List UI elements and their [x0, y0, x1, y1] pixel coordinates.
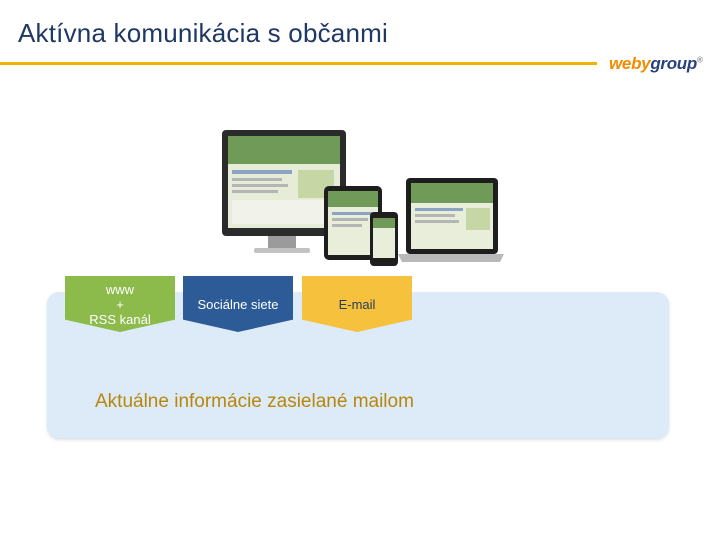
phone-icon — [370, 212, 398, 266]
desktop-monitor-icon — [222, 130, 346, 253]
tablet-icon — [324, 186, 382, 260]
logo-part-group: group — [650, 54, 697, 73]
channel-www-rss: www + RSS kanál — [65, 276, 175, 332]
webygroup-logo: webygroup® — [609, 54, 703, 74]
channel-social-label: Sociálne siete — [197, 296, 279, 312]
channel-email-label: E-mail — [338, 296, 376, 312]
logo-part-weby: weby — [609, 54, 651, 73]
channel-rss-label: RSS kanál — [89, 311, 151, 327]
title-underline — [0, 62, 597, 65]
laptop-icon — [398, 178, 504, 262]
channel-www-label: www — [105, 281, 135, 297]
panel-text: Aktuálne informácie zasielané mailom — [95, 391, 414, 412]
channel-social-networks: Sociálne siete — [183, 276, 293, 332]
registered-mark: ® — [696, 55, 703, 65]
devices-illustration — [222, 130, 504, 266]
page-title: Aktívna komunikácia s občanmi — [18, 18, 388, 48]
channel-email: E-mail — [302, 276, 412, 332]
channel-plus-label: + — [116, 296, 124, 312]
